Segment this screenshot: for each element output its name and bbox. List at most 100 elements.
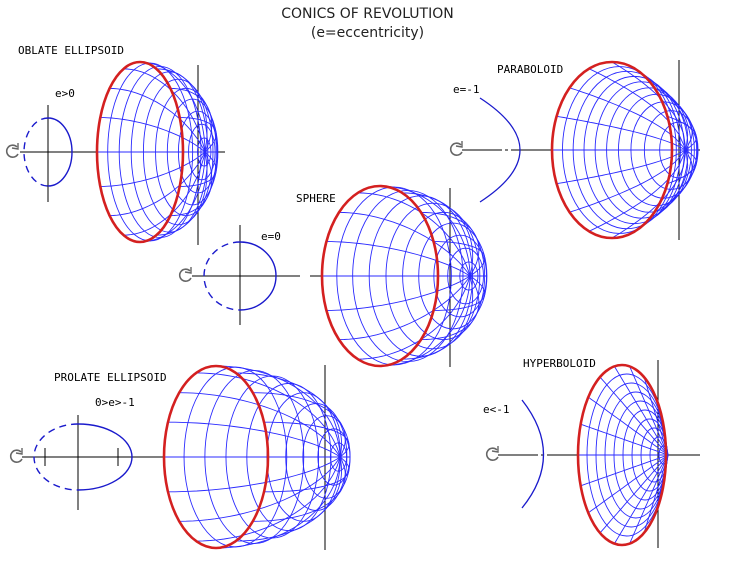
oblate-meridian — [170, 87, 213, 153]
paraboloid-meridian — [556, 115, 687, 151]
sphere-rim — [320, 184, 440, 368]
sphere-meridian — [338, 211, 471, 277]
label-sphere: SPHERE — [296, 192, 336, 205]
prolate-meridian — [252, 392, 346, 458]
sphere-meridian — [338, 275, 471, 341]
paraboloid-meridian — [654, 149, 693, 213]
paraboloid-meridian — [569, 87, 687, 151]
oblate-meridian — [156, 68, 208, 153]
sphere-meridian — [420, 275, 480, 341]
hyperboloid-meridian — [614, 454, 669, 544]
sphere-meridian — [420, 211, 480, 277]
prolate-meridian — [235, 372, 343, 458]
oblate-meridian — [109, 87, 206, 153]
prolate-meridian — [196, 372, 341, 458]
sphere-surface — [320, 184, 488, 368]
prolate-meridian — [215, 456, 341, 549]
sphere-meridian — [379, 185, 471, 277]
paraboloid-meridian — [588, 149, 687, 232]
hyperboloid-meridian — [629, 454, 669, 544]
ecc-prolate-ellipsoid: 0>e>-1 — [95, 396, 135, 409]
prolate-meridian — [235, 456, 343, 542]
oblate-meridian — [179, 151, 217, 187]
oblate-meridian — [123, 68, 206, 153]
label-prolate-ellipsoid: PROLATE ELLIPSOID — [54, 371, 167, 384]
hyperboloid-meridian — [643, 454, 669, 534]
sphere-meridian — [326, 275, 471, 311]
prolate-rotate-arrowhead-icon — [15, 448, 23, 455]
label-paraboloid: PARABOLOID — [497, 63, 564, 76]
hyperboloid-meridian — [643, 376, 669, 456]
oblate-meridian — [123, 151, 206, 236]
paraboloid-meridian — [556, 149, 687, 185]
paraboloid-meridian — [654, 87, 693, 151]
diagram-subtitle: (e=eccentricity) — [310, 25, 425, 41]
paraboloid-meridian — [667, 115, 697, 151]
prolate-meridian — [264, 421, 350, 458]
oblate-rotate-arrow-icon — [5, 144, 19, 158]
ecc-sphere: e=0 — [261, 230, 281, 243]
paraboloid-profile-curve — [479, 97, 521, 203]
paraboloid-rim — [550, 60, 674, 240]
ecc-oblate-ellipsoid: e>0 — [55, 87, 75, 100]
hyperboloid-meridian — [599, 454, 669, 534]
sphere-meridian — [357, 192, 471, 277]
paraboloid-meridian — [588, 68, 687, 151]
oblate-meridian — [100, 117, 206, 153]
paraboloid-meridian — [667, 149, 697, 185]
sphere-rotate-arrowhead-icon — [184, 267, 192, 274]
prolate-meridian — [215, 365, 341, 458]
label-oblate-ellipsoid: OBLATE ELLIPSOID — [18, 44, 124, 57]
prolate-meridian — [264, 456, 350, 493]
hyperboloid-profile-curve — [521, 399, 545, 509]
prolate-profile-curve-dashed — [33, 423, 79, 491]
hyperboloid-meridian — [629, 366, 669, 456]
paraboloid-rotate-arrow-icon — [449, 142, 463, 156]
sphere-meridian — [402, 275, 474, 360]
label-hyperboloid: HYPERBOLOID — [523, 357, 596, 370]
sphere-rotate-arrow-icon — [178, 268, 192, 282]
diagram-title: CONICS OF REVOLUTION — [281, 6, 454, 22]
prolate-surface — [162, 364, 351, 550]
oblate-meridian — [179, 117, 217, 153]
hyperboloid-meridian — [580, 454, 669, 487]
paraboloid-surface — [550, 60, 699, 240]
paraboloid-meridian — [611, 149, 687, 239]
sphere-meridian — [326, 241, 471, 277]
prolate-meridian — [168, 456, 341, 493]
sphere-meridian — [433, 241, 486, 277]
oblate-meridian — [100, 151, 206, 187]
sphere-meridian — [357, 275, 471, 360]
prolate-meridian — [179, 456, 341, 522]
hyperboloid-rim — [576, 363, 668, 547]
prolate-rotate-arrow-icon — [9, 449, 23, 463]
oblate-rotate-arrowhead-icon — [11, 143, 19, 150]
oblate-meridian — [156, 151, 208, 236]
hyperboloid-meridian — [599, 376, 669, 456]
oblate-meridian — [109, 151, 206, 217]
hyperboloid-surface — [576, 363, 669, 547]
hyperboloid-meridian — [614, 366, 669, 456]
prolate-meridian — [252, 456, 346, 522]
hyperboloid-meridian — [580, 423, 669, 456]
hyperboloid-meridian — [588, 454, 669, 514]
paraboloid-meridian — [569, 149, 687, 213]
sphere-meridian — [402, 192, 474, 277]
hyperboloid-rotate-arrowhead-icon — [491, 446, 499, 453]
prolate-meridian — [196, 456, 341, 542]
oblate-rim — [95, 60, 185, 244]
prolate-rim — [162, 364, 270, 550]
oblate-meridian — [139, 151, 206, 243]
ecc-hyperboloid: e<-1 — [483, 403, 510, 416]
ecc-paraboloid: e=-1 — [453, 83, 480, 96]
sphere-meridian — [433, 275, 486, 311]
oblate-meridian — [170, 151, 213, 217]
prolate-meridian — [179, 392, 341, 458]
hyperboloid-rotate-arrow-icon — [485, 447, 499, 461]
sphere-meridian — [379, 275, 471, 367]
oblate-meridian — [139, 61, 206, 153]
paraboloid-meridian — [611, 61, 687, 151]
oblate-surface — [95, 60, 219, 244]
